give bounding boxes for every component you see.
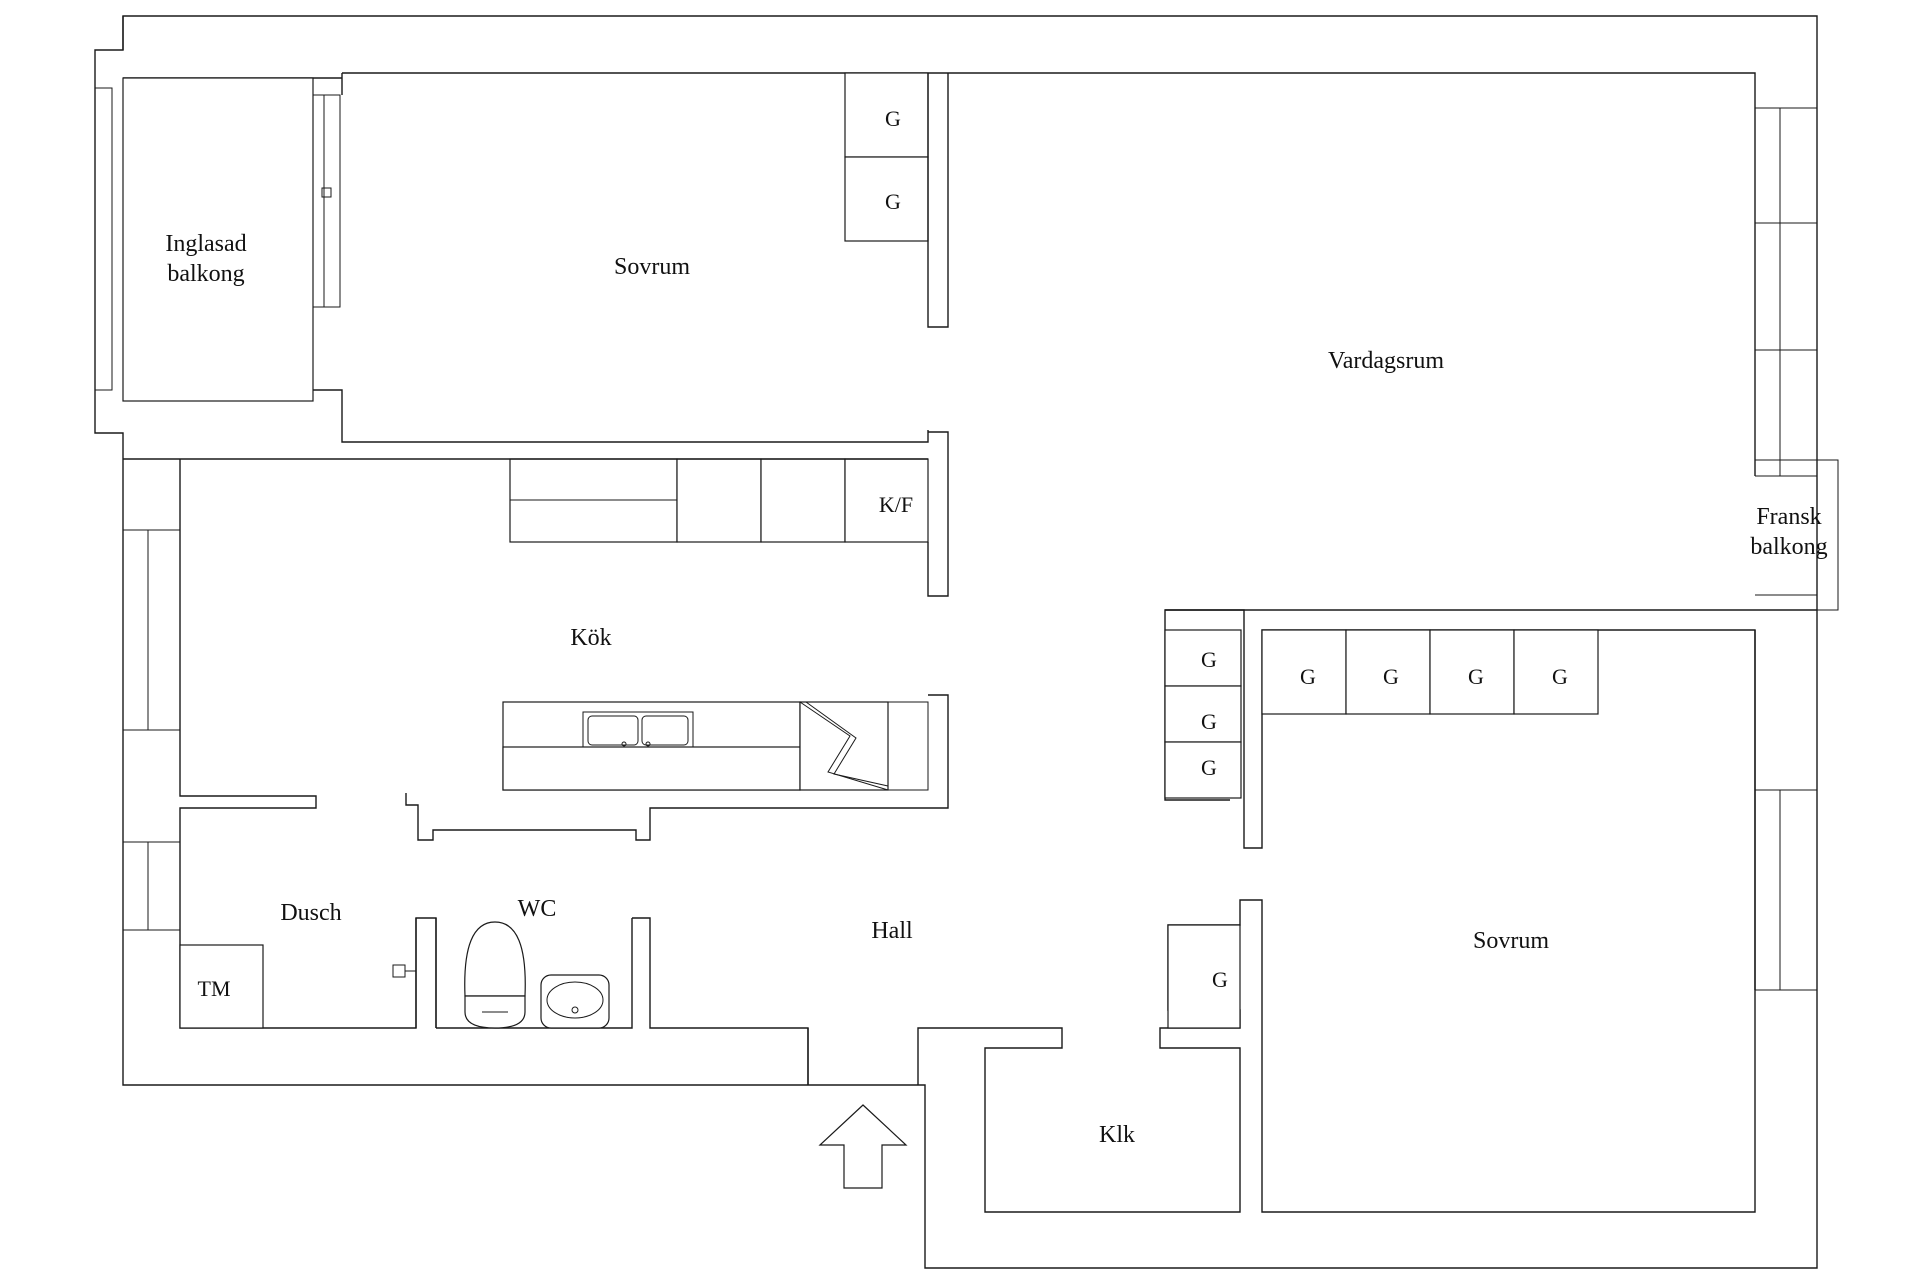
wardrobe-label: G <box>885 106 901 131</box>
stove-icon <box>799 701 889 791</box>
wardrobe-label: G <box>1201 647 1217 672</box>
french-balcony-line2: balkong <box>1750 534 1828 560</box>
wardrobe-label: G <box>1300 664 1316 689</box>
room-label-bedroom-top: Sovrum <box>613 254 691 280</box>
wardrobe-label: G <box>1212 967 1228 992</box>
washbasin-icon <box>540 974 610 1029</box>
wardrobe-label: G <box>1468 664 1484 689</box>
fridge-freezer-label: K/F <box>878 492 914 517</box>
room-label-shower: Dusch <box>280 900 342 926</box>
outer-wall <box>94 15 1818 1269</box>
washing-machine-label: TM <box>197 976 231 1001</box>
wardrobe-label: G <box>885 189 901 214</box>
room-label-hall: Hall <box>871 918 913 944</box>
room-label-bedroom-bottom: Sovrum <box>1472 928 1550 954</box>
room-label-glazed-balcony: Inglasad balkong <box>165 229 246 289</box>
wardrobe-label: G <box>1383 664 1399 689</box>
room-label-closet: Klk <box>1099 1122 1135 1148</box>
entrance-arrow-icon <box>818 1104 908 1189</box>
glazed-balcony <box>122 77 314 402</box>
wardrobe-label: G <box>1552 664 1568 689</box>
room-label-french-balcony: Fransk balkong <box>1750 502 1827 562</box>
room-label-kitchen: Kök <box>570 625 612 651</box>
wardrobe-label: G <box>1201 755 1217 780</box>
glazed-balcony-line1: Inglasad <box>165 231 247 257</box>
room-label-living-room: Vardagsrum <box>1328 348 1444 374</box>
toilet-icon <box>464 921 526 1029</box>
room-label-wc: WC <box>517 896 557 922</box>
french-balcony-line1: Fransk <box>1756 504 1822 530</box>
wardrobe-label: G <box>1201 709 1217 734</box>
kitchen-sink-icon <box>582 711 694 748</box>
glazed-balcony-line2: balkong <box>167 261 245 287</box>
